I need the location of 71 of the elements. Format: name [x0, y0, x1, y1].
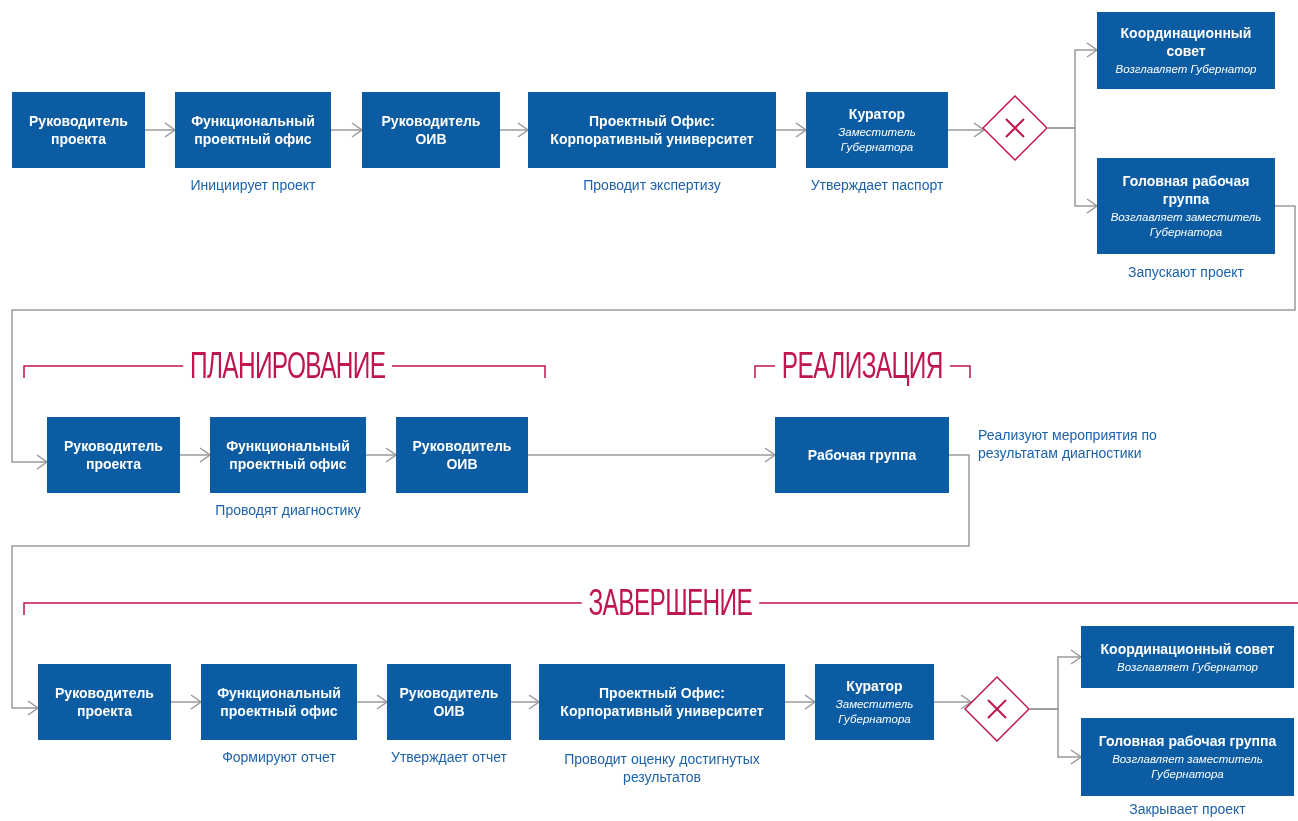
caption-text: Проводит оценку достигнутых результатов — [563, 750, 761, 786]
node-title: Руководитель проекта — [54, 684, 155, 720]
process-box — [1097, 158, 1275, 254]
arrow — [933, 694, 972, 710]
caption-text: Закрывает проект — [1128, 800, 1247, 818]
caption-text: Реализуют мероприятия по результатам диагностики — [978, 426, 1158, 462]
arrow — [179, 447, 211, 463]
node-subtitle: Возглавляет заместитель Губернатора — [1109, 210, 1263, 240]
process-box — [1081, 718, 1294, 796]
node-subtitle: Заместитель Губернатора — [834, 697, 915, 727]
node-title: Координационный совет — [1100, 639, 1275, 658]
arrow — [1029, 708, 1082, 765]
node-subtitle: Заместитель Губернатора — [837, 125, 917, 155]
node-title: Проектный Офис: Корпоративный университет — [549, 112, 755, 148]
node-title: Функциональный проектный офис — [190, 112, 316, 148]
process-box — [528, 92, 776, 168]
node-title: Головная рабочая группа — [1098, 732, 1277, 750]
node-title: Головная рабочая группа — [1121, 172, 1251, 208]
process-box — [1097, 12, 1275, 89]
arrow — [1047, 127, 1098, 214]
process-box — [175, 92, 331, 168]
node-title: Руководитель ОИВ — [380, 112, 482, 148]
process-box — [387, 664, 511, 740]
arrow — [11, 205, 1296, 470]
node-title: Руководитель ОИВ — [398, 684, 500, 720]
caption-text: Инициирует проект — [189, 176, 317, 194]
caption-text: Утверждает паспорт — [809, 176, 945, 194]
arrow — [947, 122, 985, 138]
node-title: Руководитель ОИВ — [411, 437, 513, 473]
arrow — [144, 122, 176, 138]
arrow — [784, 694, 816, 710]
node-subtitle: Возглавляет Губернатор — [1115, 62, 1257, 77]
process-box — [539, 664, 785, 740]
arrow — [365, 447, 397, 463]
node-title: Функциональный проектный офис — [216, 684, 342, 720]
decision-diamond — [982, 95, 1048, 161]
node-title: Руководитель проекта — [28, 112, 129, 148]
arrow — [11, 454, 970, 716]
process-box — [38, 664, 171, 740]
arrow — [356, 694, 388, 710]
process-box — [12, 92, 145, 168]
decision-diamond — [964, 676, 1030, 742]
node-subtitle: Возглавляет заместитель Губернатора — [1111, 752, 1264, 782]
arrow — [527, 447, 776, 463]
node-title: Руководитель проекта — [63, 437, 164, 473]
node-title: Координационный совет — [1119, 24, 1253, 60]
node-title: Куратор — [848, 105, 906, 123]
node-title: Куратор — [846, 677, 903, 695]
node-title: Рабочая группа — [807, 446, 917, 464]
arrow — [510, 694, 540, 710]
caption-text: Проводят диагностику — [214, 501, 362, 519]
process-box — [362, 92, 500, 168]
process-box — [815, 664, 934, 740]
node-title: Проектный Офис: Корпоративный университет — [559, 684, 765, 720]
process-box — [201, 664, 357, 740]
node-title: Функциональный проектный офис — [225, 437, 351, 473]
process-box — [210, 417, 366, 493]
arrow — [775, 122, 807, 138]
caption-text: Запускают проект — [1127, 263, 1245, 281]
arrow — [170, 694, 202, 710]
process-box — [1081, 626, 1294, 688]
arrow — [330, 122, 363, 138]
node-subtitle: Возглавляет Губернатор — [1117, 659, 1258, 675]
caption-text: Проводит экспертизу — [582, 176, 722, 194]
caption-text: Формируют отчет — [221, 748, 337, 766]
process-box — [47, 417, 180, 493]
arrow — [499, 122, 529, 138]
process-box — [396, 417, 528, 493]
process-box — [775, 417, 949, 493]
caption-text: Утверждает отчет — [390, 748, 508, 766]
process-box — [806, 92, 948, 168]
